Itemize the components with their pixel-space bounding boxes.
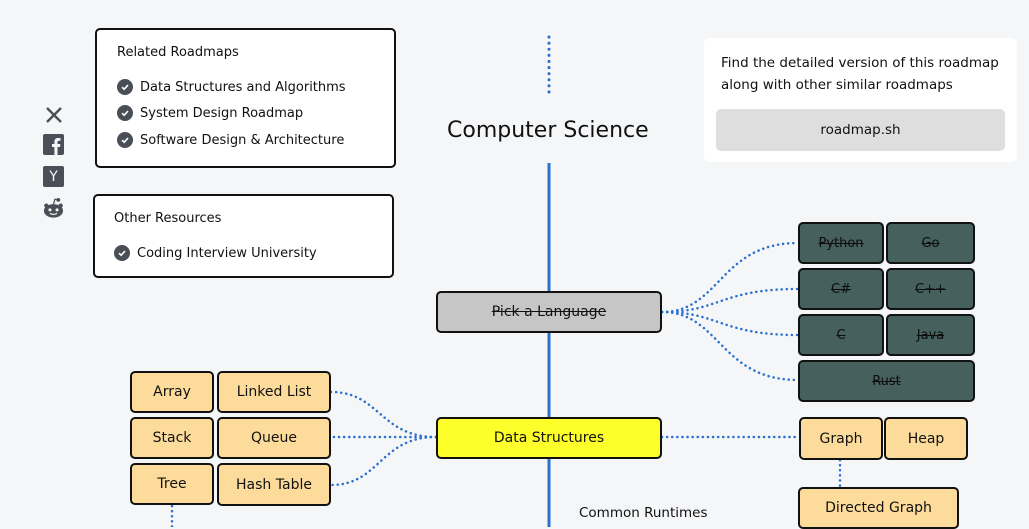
ds-label: Tree	[157, 476, 187, 492]
hackernews-glyph: Y	[43, 166, 64, 187]
language-label: Python	[818, 235, 864, 251]
related-roadmap-label: Software Design & Architecture	[140, 132, 345, 148]
language-node-java[interactable]: Java	[886, 314, 975, 356]
ds-node-linked-list[interactable]: Linked List	[217, 371, 331, 413]
other-resources-panel: Other Resources Coding Interview Univers…	[93, 194, 394, 278]
language-label: Go	[921, 235, 940, 251]
ds-node-graph[interactable]: Graph	[799, 417, 883, 460]
language-label: Java	[916, 327, 945, 343]
ds-label: Graph	[819, 430, 863, 447]
x-icon[interactable]	[42, 103, 65, 126]
facebook-icon[interactable]	[42, 133, 65, 156]
check-circle-icon	[117, 79, 133, 95]
language-label: C++	[915, 281, 946, 297]
ds-label: Linked List	[236, 384, 312, 400]
related-roadmap-link[interactable]: Data Structures and Algorithms	[117, 79, 346, 95]
roadmap-link-button[interactable]: roadmap.sh	[716, 109, 1005, 151]
ds-node-heap[interactable]: Heap	[884, 417, 968, 460]
language-label: Rust	[872, 373, 901, 389]
ds-node-directed-graph[interactable]: Directed Graph	[798, 487, 959, 529]
pick-language-node[interactable]: Pick a Language	[436, 291, 662, 333]
language-node-python[interactable]: Python	[798, 222, 884, 264]
related-roadmap-label: Data Structures and Algorithms	[140, 79, 346, 95]
language-node-go[interactable]: Go	[886, 222, 975, 264]
reddit-icon[interactable]	[42, 196, 65, 219]
check-circle-icon	[117, 105, 133, 121]
check-circle-icon	[114, 245, 130, 261]
language-node-rust[interactable]: Rust	[798, 360, 975, 402]
data-structures-node[interactable]: Data Structures	[436, 417, 662, 459]
language-connectors	[660, 241, 800, 382]
ds-node-queue[interactable]: Queue	[217, 417, 331, 459]
related-roadmaps-panel: Related Roadmaps Data Structures and Alg…	[95, 28, 396, 168]
info-card: Find the detailed version of this roadma…	[704, 38, 1017, 162]
ds-label: Directed Graph	[825, 500, 932, 516]
other-resource-label: Coding Interview University	[137, 245, 317, 261]
ds-node-hash-table[interactable]: Hash Table	[217, 463, 331, 506]
hackernews-icon[interactable]: Y	[42, 165, 65, 188]
language-node-c[interactable]: C	[798, 314, 884, 356]
related-roadmap-link[interactable]: System Design Roadmap	[117, 105, 303, 121]
roadmap-title: Computer Science	[447, 118, 649, 143]
language-node-cpp[interactable]: C++	[886, 268, 975, 310]
ds-label: Stack	[152, 430, 192, 446]
ds-node-array[interactable]: Array	[130, 371, 214, 413]
language-label: C#	[831, 281, 851, 297]
language-label: C	[836, 327, 846, 343]
related-roadmap-link[interactable]: Software Design & Architecture	[117, 132, 344, 148]
pick-language-label: Pick a Language	[491, 304, 607, 320]
related-roadmap-label: System Design Roadmap	[140, 105, 304, 121]
ds-label: Queue	[251, 430, 297, 446]
ds-label: Array	[153, 384, 191, 400]
language-node-csharp[interactable]: C#	[798, 268, 884, 310]
ds-node-stack[interactable]: Stack	[130, 417, 214, 459]
other-resources-title: Other Resources	[114, 211, 222, 226]
info-text: Find the detailed version of this roadma…	[721, 55, 999, 93]
ds-label: Heap	[907, 430, 945, 447]
data-structures-label: Data Structures	[493, 430, 605, 446]
ds-node-tree[interactable]: Tree	[130, 463, 214, 505]
ds-label: Hash Table	[236, 476, 312, 493]
common-runtimes-label: Common Runtimes	[579, 505, 708, 521]
ds-left-connectors	[329, 390, 438, 487]
related-roadmaps-title: Related Roadmaps	[117, 45, 239, 60]
check-circle-icon	[117, 132, 133, 148]
other-resource-link[interactable]: Coding Interview University	[114, 245, 317, 261]
